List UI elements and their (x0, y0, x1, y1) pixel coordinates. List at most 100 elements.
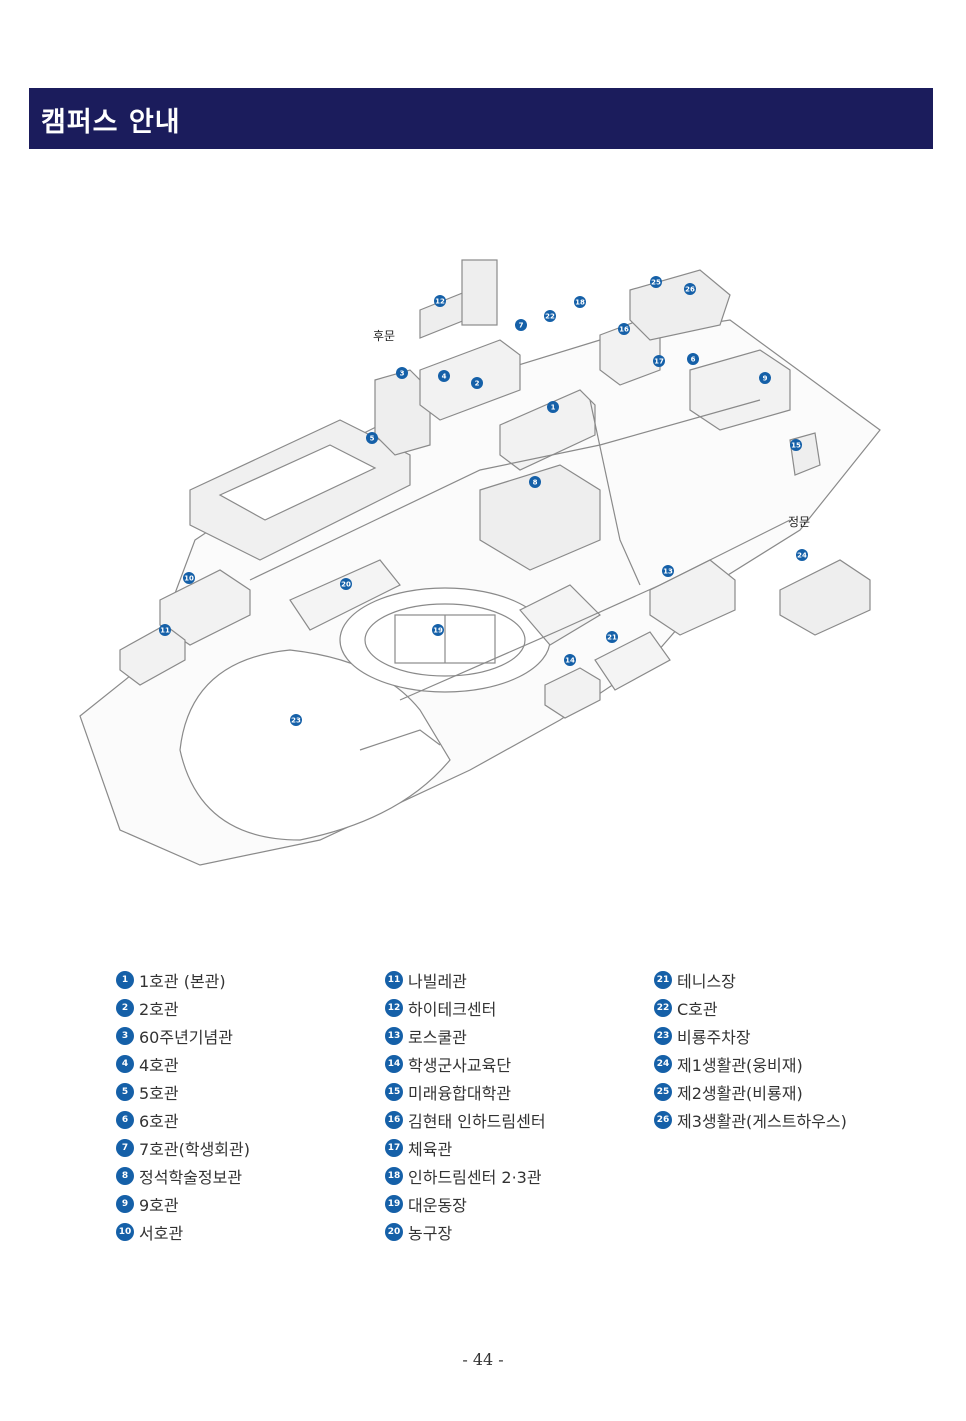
map-marker-7 (515, 319, 527, 331)
map-marker-25 (650, 276, 662, 288)
legend-number-badge: 4 (116, 1055, 134, 1073)
legend-number-badge: 23 (654, 1027, 672, 1045)
legend-label: 인하드림센터 2·3관 (408, 1168, 542, 1187)
page-title: 캠퍼스 안내 (41, 107, 181, 138)
map-marker-11 (159, 624, 171, 636)
map-marker-label-10: 10 (184, 575, 194, 583)
map-marker-8 (529, 476, 541, 488)
legend-item: 19 대운동장 (385, 1192, 467, 1216)
map-marker-label-24: 24 (797, 552, 807, 560)
map-marker-15 (790, 439, 802, 451)
map-marker-label-12: 12 (435, 298, 445, 306)
map-marker-label-8: 8 (533, 479, 538, 487)
legend-item: 17 체육관 (385, 1136, 452, 1160)
map-marker-3 (396, 367, 408, 379)
legend-label: 제1생활관(웅비재) (677, 1056, 803, 1075)
map-marker-17 (653, 355, 665, 367)
legend-label: 나빌레관 (408, 972, 467, 991)
legend-number-badge: 11 (385, 971, 403, 989)
legend-number-badge: 6 (116, 1111, 134, 1129)
legend-number-badge: 8 (116, 1167, 134, 1185)
header-banner: 캠퍼스 안내 (29, 88, 933, 149)
map-marker-label-13: 13 (663, 568, 673, 576)
map-marker-label-25: 25 (651, 279, 661, 287)
map-marker-label-11: 11 (160, 627, 170, 635)
legend-number-badge: 18 (385, 1167, 403, 1185)
legend-label: 제2생활관(비룡재) (677, 1084, 803, 1103)
map-marker-label-16: 16 (619, 326, 629, 334)
legend-item: 8 정석학술정보관 (116, 1164, 242, 1188)
legend-label: 60주년기념관 (139, 1028, 233, 1047)
map-marker-label-17: 17 (654, 358, 664, 366)
map-marker-label-26: 26 (685, 286, 695, 294)
legend-item: 4 4호관 (116, 1052, 179, 1076)
map-marker-label-14: 14 (565, 657, 575, 665)
map-marker-20 (340, 578, 352, 590)
map-marker-label-9: 9 (763, 375, 768, 383)
page-number: - 44 - (462, 1350, 504, 1369)
legend-label: 7호관(학생회관) (139, 1140, 250, 1159)
map-marker-22 (544, 310, 556, 322)
map-marker-24 (796, 549, 808, 561)
basketball-courts (289, 559, 401, 631)
map-marker-label-18: 18 (575, 299, 585, 307)
legend-label: 4호관 (139, 1056, 179, 1075)
legend-number-badge: 16 (385, 1111, 403, 1129)
back-gate-label: 후문 (373, 329, 395, 343)
map-marker-16 (618, 323, 630, 335)
legend-number-badge: 3 (116, 1027, 134, 1045)
legend-label: 9호관 (139, 1196, 179, 1215)
legend-label: 학생군사교육단 (408, 1056, 512, 1075)
legend-number-badge: 14 (385, 1055, 403, 1073)
legend-number-badge: 15 (385, 1083, 403, 1101)
map-marker-4 (438, 370, 450, 382)
legend-item: 1 1호관 (본관) (116, 968, 226, 992)
map-marker-23 (290, 714, 302, 726)
map-marker-label-19: 19 (433, 627, 443, 635)
legend-number-badge: 1 (116, 971, 134, 989)
legend-number-badge: 9 (116, 1195, 134, 1213)
legend-label: 5호관 (139, 1084, 179, 1103)
map-marker-14 (564, 654, 576, 666)
legend-item: 15 미래융합대학관 (385, 1080, 511, 1104)
legend-number-badge: 10 (116, 1223, 134, 1241)
legend-item: 25 제2생활관(비룡재) (654, 1080, 803, 1104)
legend-number-badge: 20 (385, 1223, 403, 1241)
legend-number-badge: 25 (654, 1083, 672, 1101)
map-marker-label-23: 23 (291, 717, 301, 725)
legend-label: 대운동장 (408, 1196, 467, 1215)
legend-item: 16 김현태 인하드림센터 (385, 1108, 546, 1132)
legend-number-badge: 22 (654, 999, 672, 1017)
legend-label: 1호관 (본관) (139, 972, 226, 991)
legend-number-badge: 17 (385, 1139, 403, 1157)
legend-number-badge: 26 (654, 1111, 672, 1129)
legend-number-badge: 21 (654, 971, 672, 989)
map-marker-label-2: 2 (475, 380, 480, 388)
legend-label: 정석학술정보관 (139, 1168, 243, 1187)
legend-label: C호관 (677, 1000, 718, 1019)
map-marker-label-1: 1 (551, 404, 556, 412)
legend-label: 2호관 (139, 1000, 179, 1019)
legend-item: 9 9호관 (116, 1192, 179, 1216)
legend-number-badge: 19 (385, 1195, 403, 1213)
legend-number-badge: 13 (385, 1027, 403, 1045)
legend-label: 체육관 (408, 1140, 453, 1159)
legend-number-badge: 5 (116, 1083, 134, 1101)
map-marker-1 (547, 401, 559, 413)
legend-item: 18 인하드림센터 2·3관 (385, 1164, 542, 1188)
map-marker-5 (366, 432, 378, 444)
legend-label: 미래융합대학관 (408, 1084, 512, 1103)
map-marker-9 (759, 372, 771, 384)
legend-label: 김현태 인하드림센터 (408, 1112, 546, 1131)
